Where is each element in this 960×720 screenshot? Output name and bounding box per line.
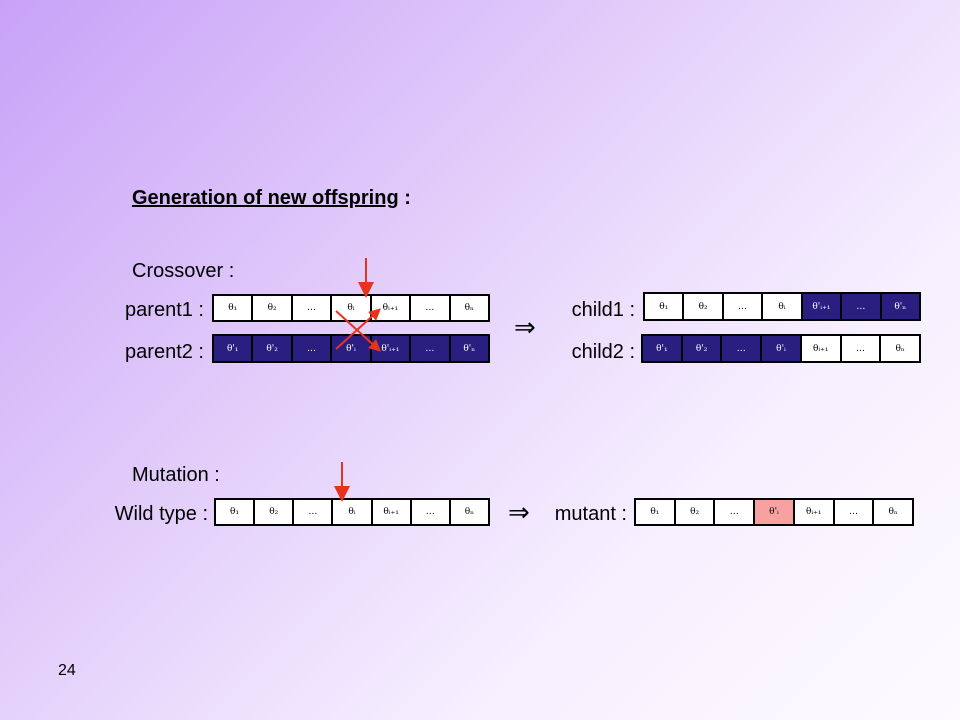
crossover-implies-arrow: ⇒ xyxy=(514,313,536,343)
parent1-gene-3: … xyxy=(292,296,331,320)
parent1-gene-4: θᵢ xyxy=(332,296,370,320)
parent2-gene-5: θ'ᵢ₊₁ xyxy=(371,336,410,361)
mutant-gene-6: … xyxy=(834,500,873,524)
child1-gene-3: … xyxy=(723,294,762,319)
mutant-gene-7: θₙ xyxy=(874,500,913,524)
parent2-label: parent2 : xyxy=(125,341,204,363)
child2-gene-5: θᵢ₊₁ xyxy=(801,336,840,361)
parent2-gene-7: θ'ₙ xyxy=(450,336,488,361)
wild-type-gene-1: θ₁ xyxy=(216,500,254,524)
mutation-label: Mutation : xyxy=(132,464,220,486)
child2-gene-2: θ'₂ xyxy=(682,336,721,361)
parent1-gene-2: θ₂ xyxy=(253,296,291,320)
child1-gene-1: θ₁ xyxy=(645,294,683,319)
wild-type-gene-5: θᵢ₊₁ xyxy=(372,500,410,524)
parent1-label: parent1 : xyxy=(125,299,204,321)
mutation-implies-arrow: ⇒ xyxy=(508,498,530,528)
mutant-gene-5: θᵢ₊₁ xyxy=(794,500,833,524)
wild-type-gene-4: θᵢ xyxy=(333,500,371,524)
page-number: 24 xyxy=(58,662,76,679)
heading-suffix: : xyxy=(398,187,411,209)
child1-gene-4: θᵢ xyxy=(763,294,801,319)
crossover-label: Crossover : xyxy=(132,260,235,282)
wild-type-gene-6: … xyxy=(411,500,449,524)
parent1-gene-6: … xyxy=(411,296,449,320)
mutant-gene-3: … xyxy=(715,500,754,524)
child1-gene-5: θ'ᵢ₊₁ xyxy=(802,294,841,319)
wild-type-label: Wild type : xyxy=(114,503,208,525)
child1-gene-7: θ'ₙ xyxy=(881,294,919,319)
child2-gene-6: … xyxy=(841,336,880,361)
child1-gene-2: θ₂ xyxy=(684,294,722,319)
parent2-gene-2: θ'₂ xyxy=(253,336,291,361)
heading-underlined-text: Generation of new offspring xyxy=(132,187,399,209)
wild-type-gene-7: θₙ xyxy=(450,500,488,524)
parent1-gene-1: θ₁ xyxy=(214,296,252,320)
child2-gene-4: θ'ᵢ xyxy=(762,336,800,361)
child1-label: child1 : xyxy=(571,299,635,321)
mutant-gene-2: θ₂ xyxy=(675,500,714,524)
child1-gene-6: … xyxy=(842,294,880,319)
child2-gene-3: … xyxy=(722,336,761,361)
parent2-gene-6: … xyxy=(411,336,449,361)
wild-type-gene-2: θ₂ xyxy=(255,500,293,524)
parent2-gene-3: … xyxy=(292,336,331,361)
mutant-gene-4: θ'ᵢ xyxy=(755,500,793,524)
child2-label: child2 : xyxy=(571,341,635,363)
child2-gene-7: θₙ xyxy=(881,336,920,361)
parent2-gene-4: θ'ᵢ xyxy=(332,336,370,361)
slide-heading: Generation of new offspring : xyxy=(132,187,411,209)
child2-gene-1: θ'₁ xyxy=(643,336,681,361)
parent1-gene-5: θᵢ₊₁ xyxy=(371,296,410,320)
parent2-gene-1: θ'₁ xyxy=(214,336,252,361)
wild-type-gene-3: … xyxy=(294,500,332,524)
parent1-gene-7: θₙ xyxy=(450,296,488,320)
mutant-gene-1: θ₁ xyxy=(636,500,674,524)
mutant-label: mutant : xyxy=(554,503,627,525)
